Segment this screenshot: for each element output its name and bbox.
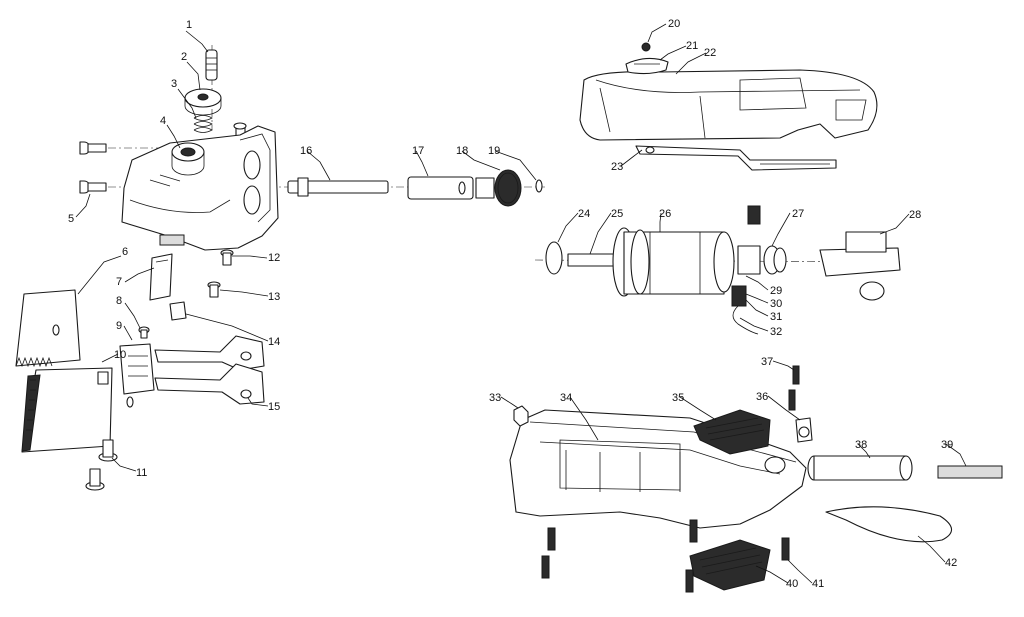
callout-12: 12 xyxy=(268,252,280,264)
part-4-head-housing xyxy=(121,125,279,251)
callout-labels: 1 2 3 4 5 6 7 8 9 10 11 12 13 14 15 16 1… xyxy=(68,18,957,590)
callout-17: 17 xyxy=(412,145,424,157)
callout-24: 24 xyxy=(578,208,590,220)
callout-21: 21 xyxy=(686,40,698,52)
part-25-motor-shaft xyxy=(567,253,619,267)
callout-5: 5 xyxy=(68,213,74,225)
callout-40: 40 xyxy=(786,578,798,590)
part-22-top-cover xyxy=(579,69,878,141)
part-33-nut xyxy=(513,405,529,427)
callout-4: 4 xyxy=(160,115,166,127)
callout-32: 32 xyxy=(770,326,782,338)
part-12-screw xyxy=(220,249,234,266)
callout-36: 36 xyxy=(756,391,768,403)
callout-39: 39 xyxy=(941,439,953,451)
callout-18: 18 xyxy=(456,145,468,157)
callout-33: 33 xyxy=(489,392,501,404)
callout-31: 31 xyxy=(770,311,782,323)
motor-assembly-group xyxy=(534,205,901,335)
part-24-washer xyxy=(545,241,563,275)
callout-1: 1 xyxy=(186,19,192,31)
callout-42: 42 xyxy=(945,557,957,569)
callout-25: 25 xyxy=(611,208,623,220)
part-27-bearing xyxy=(737,245,787,275)
callout-7: 7 xyxy=(116,276,122,288)
callout-8: 8 xyxy=(116,295,122,307)
part-20-screw xyxy=(641,42,651,52)
part-7-latch xyxy=(149,253,173,301)
part-23-spring-plate xyxy=(635,145,837,171)
callout-11: 11 xyxy=(136,467,147,479)
part-10-lower-blade xyxy=(21,367,113,453)
part-16-shaft xyxy=(287,177,389,197)
part-17-sleeve xyxy=(407,176,474,200)
callout-38: 38 xyxy=(855,439,867,451)
callout-6: 6 xyxy=(122,246,128,258)
part-2-cap xyxy=(184,88,222,116)
part-11-screws xyxy=(85,439,118,491)
part-19-ring xyxy=(535,179,543,193)
callout-26: 26 xyxy=(659,208,671,220)
head-assembly-group xyxy=(15,45,545,491)
part-37-screws xyxy=(788,365,800,411)
part-39-pin xyxy=(937,465,1003,479)
body-assembly-group xyxy=(509,365,1003,593)
part-29-31-brush-bottom xyxy=(731,285,759,335)
leader-lines xyxy=(75,23,967,584)
part-1-screw xyxy=(205,49,218,81)
part-28-switch-board xyxy=(819,231,901,301)
callout-15: 15 xyxy=(268,401,280,413)
part-3-spring xyxy=(193,115,213,133)
part-21-switch xyxy=(625,57,669,75)
part-body-screws xyxy=(541,519,698,593)
callout-29: 29 xyxy=(770,285,782,297)
cover-assembly-group xyxy=(579,42,878,171)
part-14-block xyxy=(169,301,187,321)
part-36-bushing xyxy=(795,417,813,443)
callout-13: 13 xyxy=(268,291,280,303)
part-27-brush-top xyxy=(747,205,761,225)
callout-35: 35 xyxy=(672,392,684,404)
callout-37: 37 xyxy=(761,356,773,368)
callout-28: 28 xyxy=(909,209,921,221)
part-6-upper-blade xyxy=(15,289,81,368)
callout-2: 2 xyxy=(181,51,187,63)
part-13-screw xyxy=(207,281,221,298)
part-41-screw xyxy=(781,537,790,561)
callout-14: 14 xyxy=(268,336,280,348)
part-42-cord xyxy=(825,506,953,543)
part-26-motor xyxy=(612,227,735,297)
callout-27: 27 xyxy=(792,208,804,220)
callout-20: 20 xyxy=(668,18,680,30)
callout-34: 34 xyxy=(560,392,572,404)
callout-23: 23 xyxy=(611,161,623,173)
callout-30: 30 xyxy=(770,298,782,310)
part-15-arms xyxy=(154,335,265,405)
part-8-screw xyxy=(138,326,150,339)
part-40-grip-bottom xyxy=(689,539,771,591)
part-5-screws xyxy=(79,141,107,194)
callout-3: 3 xyxy=(171,78,177,90)
part-35-grip-top xyxy=(693,409,771,455)
callout-41: 41 xyxy=(812,578,824,590)
part-18-gear xyxy=(475,169,522,207)
callout-19: 19 xyxy=(488,145,500,157)
callout-10: 10 xyxy=(114,349,126,361)
callout-9: 9 xyxy=(116,320,122,332)
callout-16: 16 xyxy=(300,145,312,157)
part-9-blade-holder xyxy=(119,343,155,408)
callout-22: 22 xyxy=(704,47,716,59)
part-38-tube xyxy=(807,455,913,481)
